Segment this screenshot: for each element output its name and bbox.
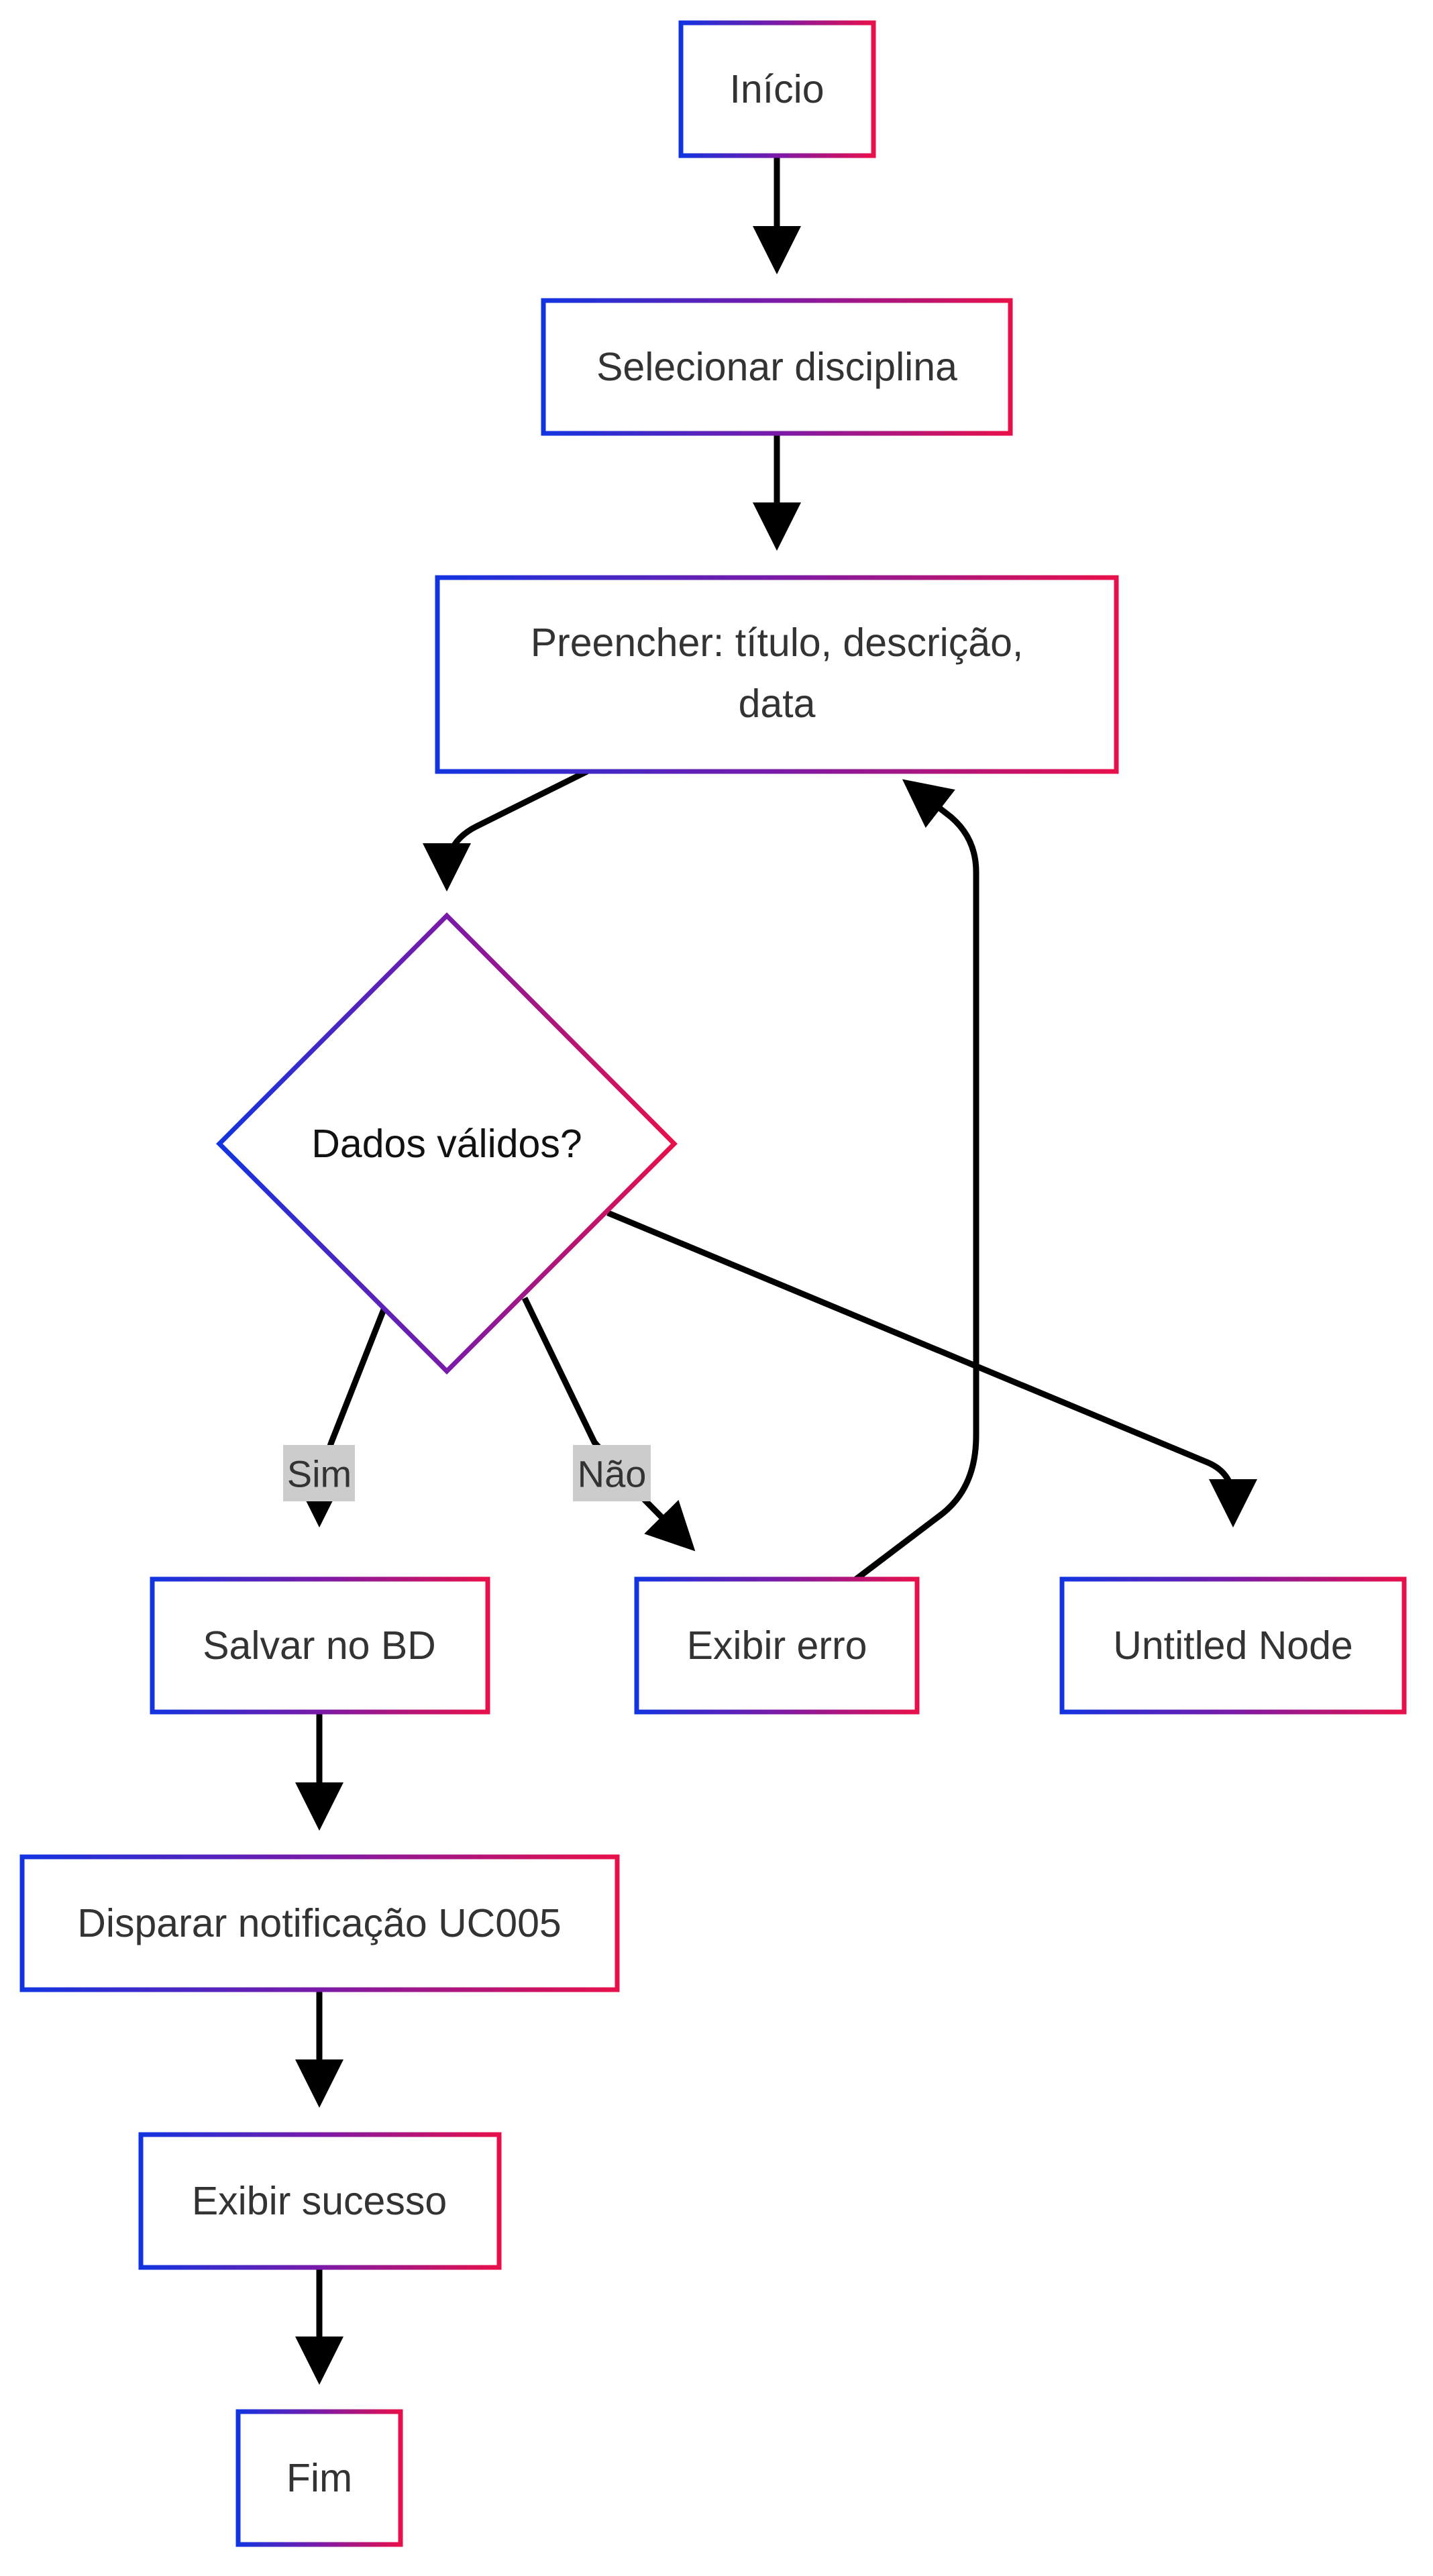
node-exibir-erro[interactable]: Exibir erro bbox=[634, 1576, 920, 1715]
edge-label-sim: Sim bbox=[283, 1445, 355, 1501]
node-fim-label: Fim bbox=[286, 2456, 352, 2500]
node-exibir-sucesso[interactable]: Exibir sucesso bbox=[138, 2132, 502, 2270]
node-selecionar-label: Selecionar disciplina bbox=[596, 345, 957, 389]
node-untitled-label: Untitled Node bbox=[1113, 1623, 1353, 1668]
node-preencher[interactable]: Preencher: título, descrição, data bbox=[435, 575, 1119, 774]
node-decisao-label: Dados válidos? bbox=[311, 1122, 582, 1166]
node-salvar-no-bd[interactable]: Salvar no BD bbox=[150, 1576, 490, 1715]
node-salvar-label: Salvar no BD bbox=[203, 1623, 436, 1668]
node-inicio[interactable]: Início bbox=[678, 20, 876, 158]
edge-decisao-untitled bbox=[606, 1210, 1257, 1527]
edge-decisao-erro bbox=[521, 1297, 696, 1552]
edge-label-sim-text: Sim bbox=[287, 1453, 352, 1495]
node-preencher-label-line1: Preencher: título, descrição, bbox=[531, 621, 1024, 665]
edge-label-nao-text: Não bbox=[578, 1453, 647, 1495]
node-preencher-label-line2: data bbox=[739, 682, 816, 726]
node-untitled[interactable]: Untitled Node bbox=[1059, 1576, 1407, 1715]
node-decisao-dados-validos[interactable]: Dados válidos? bbox=[216, 912, 678, 1375]
node-selecionar-disciplina[interactable]: Selecionar disciplina bbox=[541, 298, 1013, 436]
node-inicio-label: Início bbox=[729, 67, 824, 111]
edge-label-nao: Não bbox=[573, 1445, 651, 1501]
node-erro-label: Exibir erro bbox=[687, 1623, 867, 1668]
node-fim[interactable]: Fim bbox=[235, 2409, 403, 2547]
node-disparar-label: Disparar notificação UC005 bbox=[77, 1901, 561, 1945]
node-disparar-notificacao[interactable]: Disparar notificação UC005 bbox=[19, 1854, 620, 1992]
edge-erro-preencher bbox=[854, 779, 979, 1582]
edge-preencher-decisao bbox=[423, 768, 589, 892]
node-sucesso-label: Exibir sucesso bbox=[192, 2179, 447, 2223]
